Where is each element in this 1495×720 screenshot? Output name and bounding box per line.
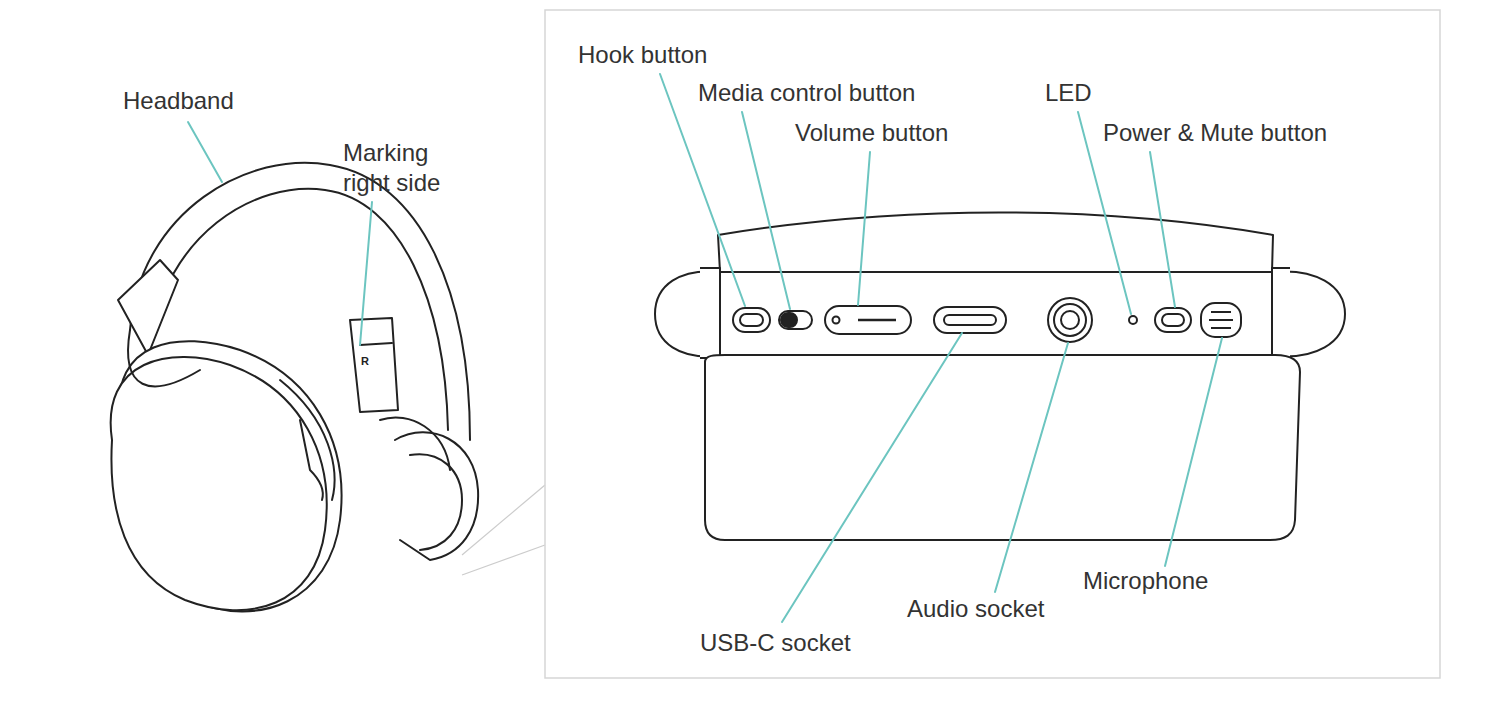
part-label: Power & Mute button	[1103, 118, 1327, 148]
part-label: USB-C socket	[700, 628, 851, 658]
part-label: LED	[1045, 78, 1092, 108]
part-label: Headband	[123, 86, 234, 116]
part-label: Audio socket	[907, 594, 1044, 624]
part-label: Hook button	[578, 40, 707, 70]
side-marking: R	[361, 355, 369, 367]
part-label: Media control button	[698, 78, 915, 108]
part-label: Microphone	[1083, 566, 1208, 596]
part-label: Marking right side	[343, 138, 465, 198]
part-label: Volume button	[795, 118, 948, 148]
